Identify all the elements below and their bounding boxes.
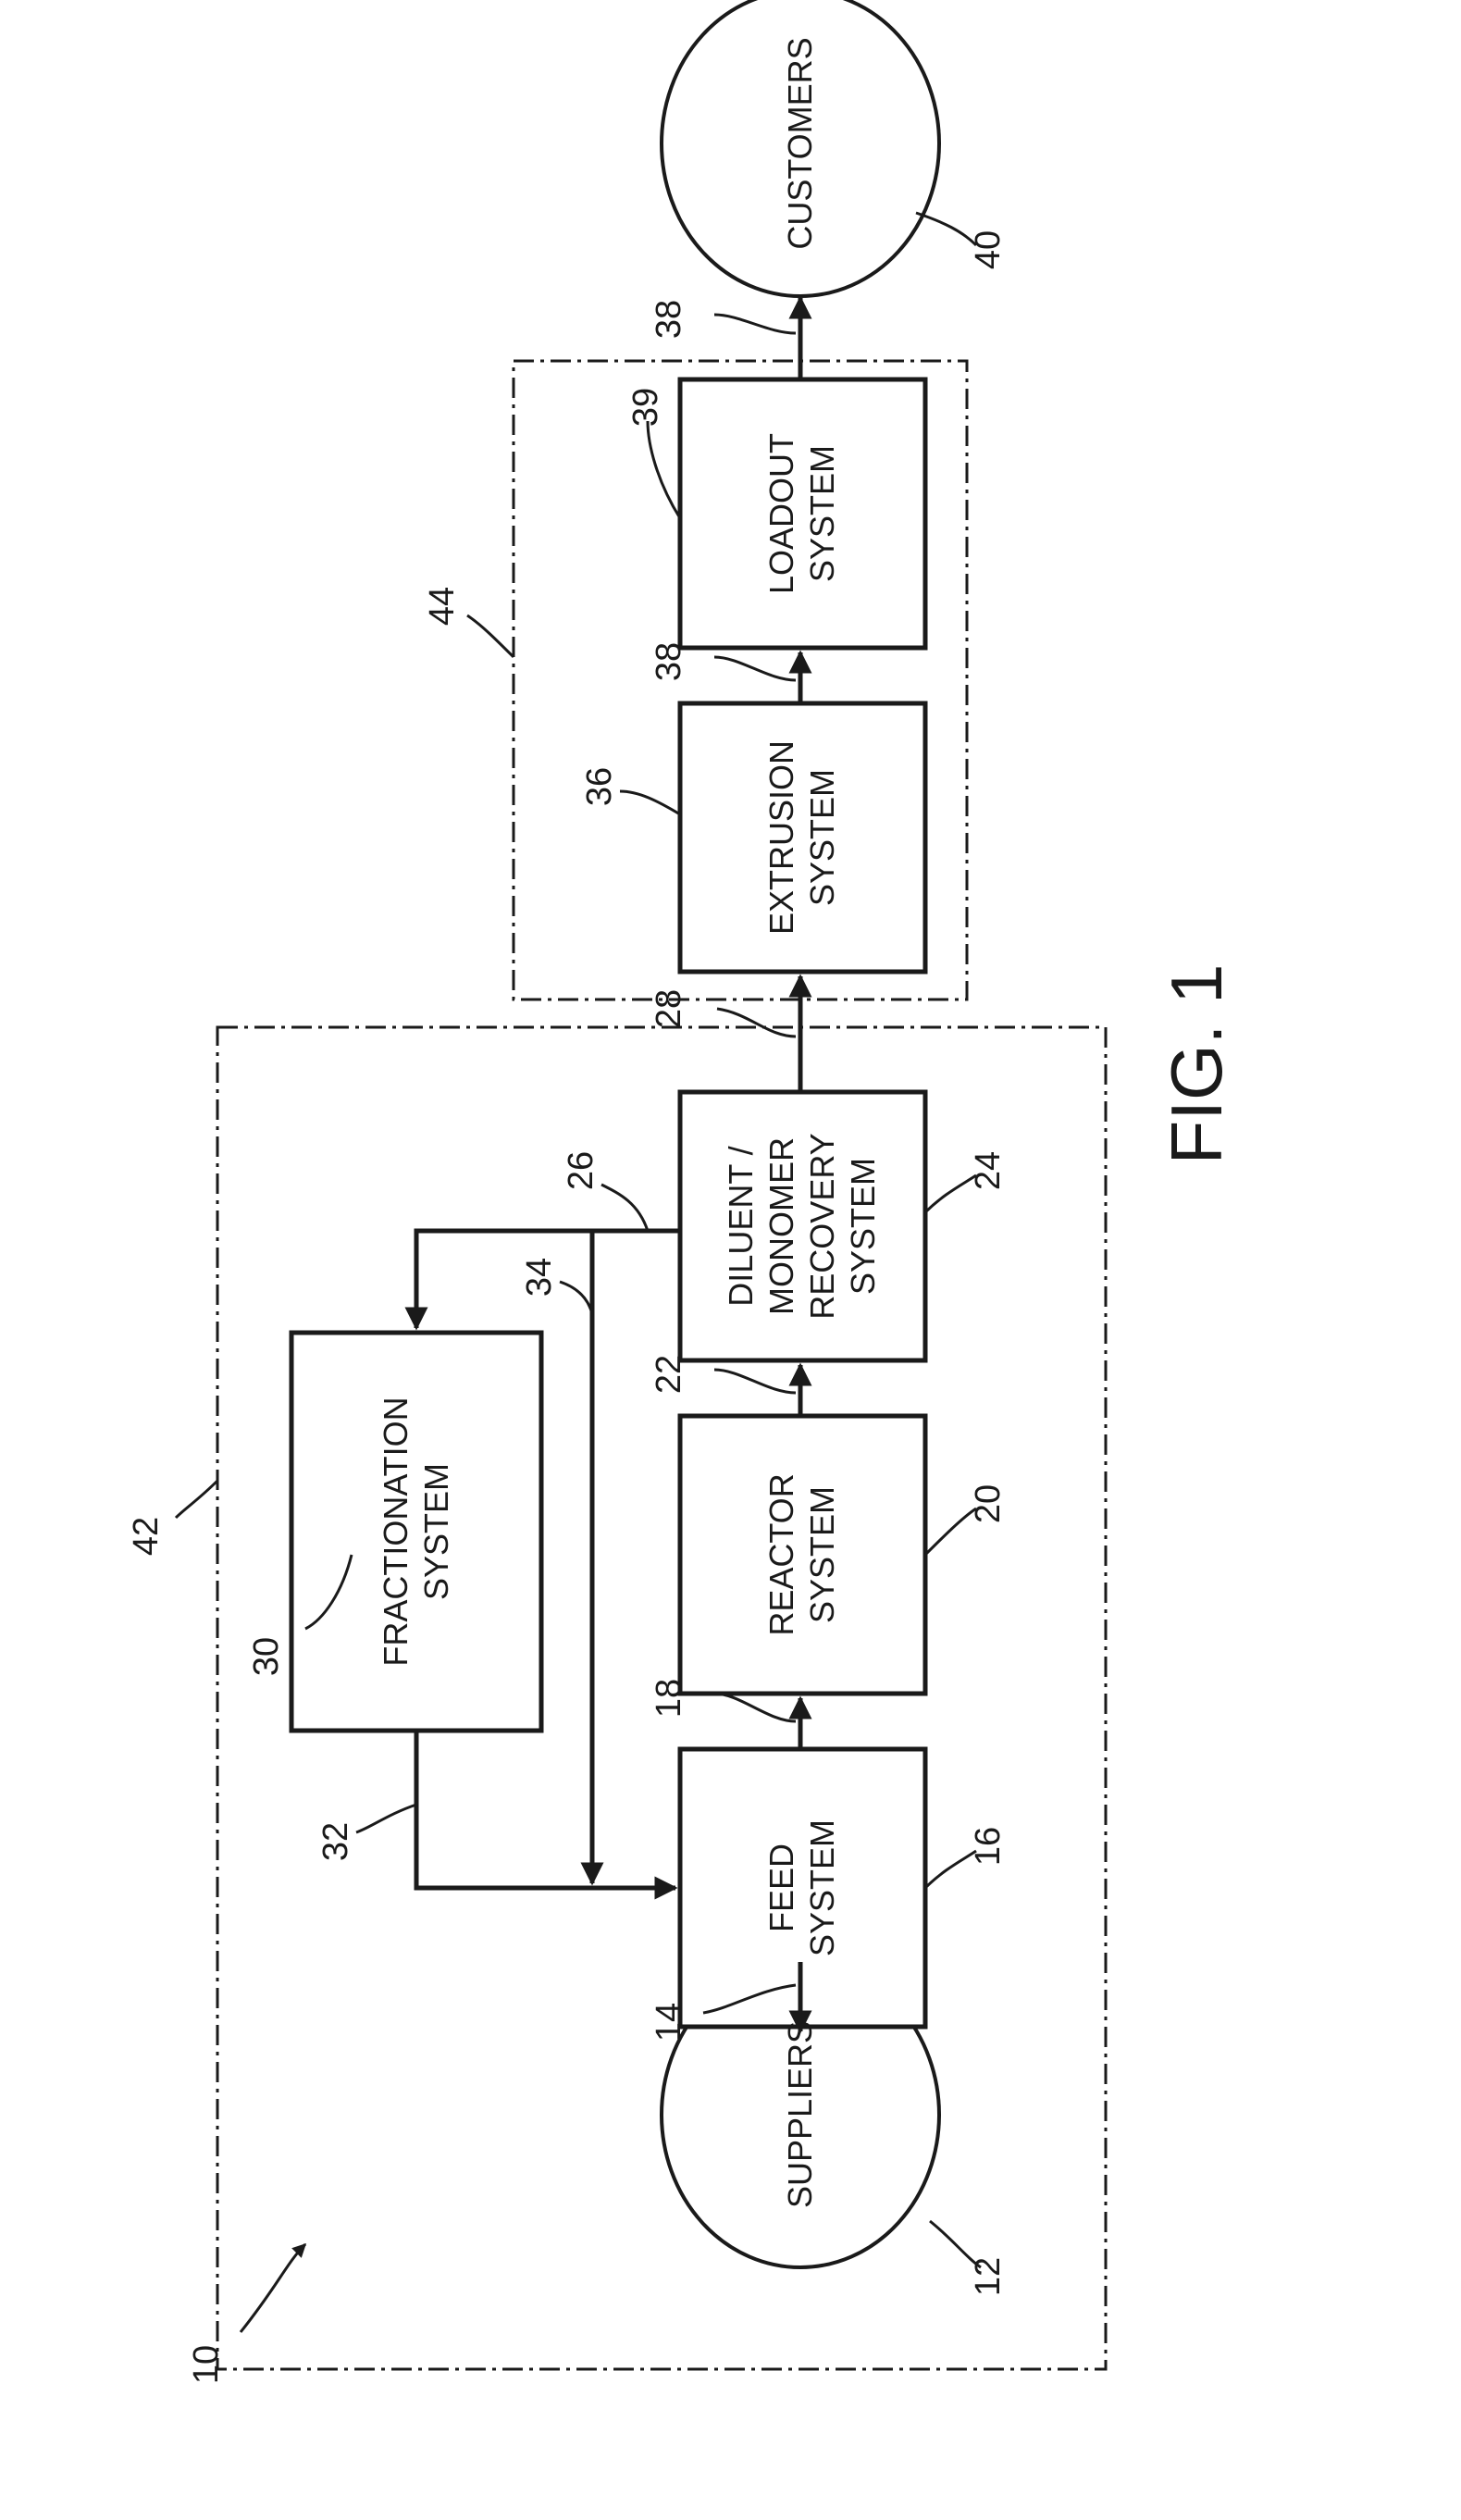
ref-16: 16	[969, 1827, 1008, 1866]
ref-44: 44	[423, 587, 462, 626]
recovery-label-line4: SYSTEM	[844, 1158, 882, 1295]
ref-10: 10	[187, 2345, 226, 2384]
reactor-label-line1: REACTOR	[762, 1473, 800, 1635]
ref-26: 26	[562, 1151, 600, 1190]
ref-38-a: 38	[650, 642, 688, 681]
fractionation-system-box	[291, 1333, 541, 1731]
leader-28	[717, 1009, 796, 1037]
leader-38a	[714, 657, 796, 680]
leader-44	[467, 615, 514, 657]
ref-24: 24	[969, 1151, 1008, 1190]
loadout-label-line2: SYSTEM	[803, 445, 841, 582]
ref-20: 20	[969, 1484, 1008, 1523]
ref-38-b: 38	[650, 300, 688, 339]
ref-14: 14	[650, 2003, 688, 2042]
recovery-label-line1: DILUENT /	[722, 1146, 760, 1306]
leader-34	[560, 1282, 592, 1314]
leader-22	[714, 1370, 796, 1393]
ref-30: 30	[247, 1637, 286, 1676]
ref-32: 32	[316, 1822, 355, 1861]
stream-32-line	[416, 1731, 675, 1888]
figure-caption: FIG. 1	[1156, 964, 1237, 1165]
feed-label-line1: FEED	[762, 1843, 800, 1932]
ref-18: 18	[650, 1679, 688, 1718]
ref-22: 22	[650, 1355, 688, 1394]
suppliers-label: SUPPLIERS	[781, 2021, 819, 2208]
fractionation-label-line2: SYSTEM	[417, 1463, 455, 1600]
loadout-label-line1: LOADOUT	[762, 433, 800, 594]
ref-12: 12	[969, 2257, 1008, 2296]
leader-39	[648, 421, 680, 518]
ref-40: 40	[969, 230, 1008, 269]
leader-40	[916, 213, 976, 245]
extrusion-label-line2: SYSTEM	[803, 769, 841, 906]
recovery-label-line2: MONOMER	[762, 1137, 800, 1315]
leader-18	[714, 1694, 796, 1721]
reactor-label-line2: SYSTEM	[803, 1486, 841, 1623]
leader-38b	[714, 315, 796, 333]
ref-36: 36	[580, 767, 619, 806]
fractionation-label-line1: FRACTIONATION	[377, 1397, 415, 1666]
leader-36	[620, 791, 680, 814]
extrusion-label-line1: EXTRUSION	[762, 740, 800, 935]
leader-32	[356, 1805, 416, 1832]
ref-34: 34	[520, 1258, 559, 1297]
ref-28: 28	[650, 989, 688, 1028]
leader-26	[601, 1185, 648, 1231]
ref-42: 42	[127, 1517, 166, 1556]
ref-39: 39	[626, 388, 665, 427]
recovery-label-line3: RECOVERY	[803, 1133, 841, 1319]
leader-42	[176, 1481, 217, 1518]
leader-10	[241, 2244, 305, 2332]
customers-label: CUSTOMERS	[781, 37, 819, 249]
feed-label-line2: SYSTEM	[803, 1819, 841, 1956]
